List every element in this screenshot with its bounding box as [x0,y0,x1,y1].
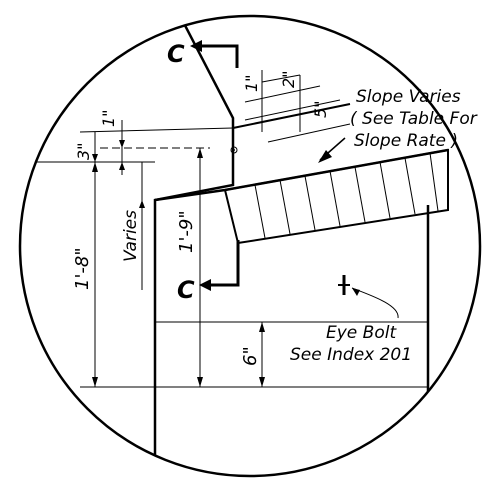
note-slope-line1: Slope Varies [356,87,461,107]
dim-bottom-6in: 6" [240,346,261,366]
parapet-outline [153,16,235,460]
dim-left-1in: 1" [99,109,118,127]
center-marker [230,146,238,154]
note-slope-line3: Slope Rate ) [354,131,458,151]
dim-varies: Varies [121,210,141,262]
eyebolt-leader [351,287,399,319]
dim-center-1ft9in: 1'-9" [176,210,197,253]
ref-line-upper [79,127,234,133]
dim-top-2in: 2" [279,70,298,88]
section-cut-top [196,44,239,68]
note-eyebolt-line1: Eye Bolt [326,323,397,343]
section-mark-top: C [167,40,185,68]
section-mark-bottom: C [177,276,195,304]
note-slope-line2: ( See Table For [350,109,478,129]
dim-left-1ft8in: 1'-8" [72,247,93,290]
hatched-slab [223,148,449,245]
dim-top-1in: 1" [242,74,261,92]
dim-top-5in: 5" [311,100,330,118]
section-cut-bottom [205,240,240,287]
note-eyebolt-line2: See Index 201 [290,345,412,365]
eye-bolt-symbol [338,275,350,295]
top-slope-edge [232,103,351,130]
dim-left-3in: 3" [74,142,93,160]
detail-circle [18,14,482,478]
